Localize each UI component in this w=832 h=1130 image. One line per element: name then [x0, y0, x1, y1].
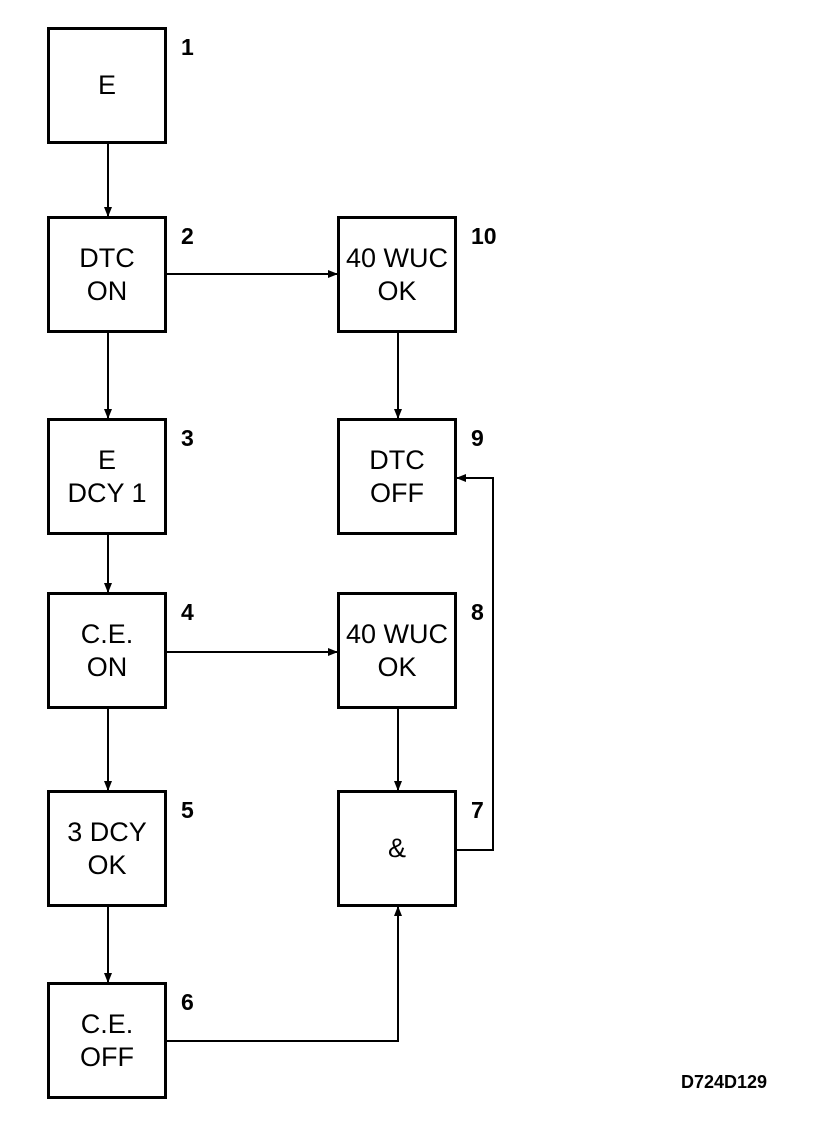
box-3-line-1: E [97, 444, 116, 475]
box-6-line-2: OFF [80, 1041, 134, 1072]
box-8-number: 8 [471, 599, 484, 625]
box-8: 40 WUC OK [337, 592, 457, 709]
box-3-number: 3 [181, 425, 194, 451]
box-7: & [337, 790, 457, 907]
box-6-line-1: C.E. [80, 1008, 134, 1039]
box-6: C.E. OFF [47, 982, 167, 1099]
box-10-line-2: OK [377, 275, 417, 306]
box-1-line-1: E [97, 70, 116, 100]
box-4: C.E. ON [47, 592, 167, 709]
box-9-line-2: OFF [370, 477, 424, 508]
box-10: 40 WUC OK [337, 216, 457, 333]
box-3-line-2: DCY 1 [67, 477, 147, 508]
box-9-line-1: DTC [369, 444, 425, 475]
box-2: DTC ON [47, 216, 167, 333]
box-2-line-2: ON [86, 275, 128, 306]
box-5-line-1: 3 DCY [67, 816, 147, 847]
box-6-number: 6 [181, 989, 194, 1015]
box-4-line-2: ON [86, 651, 128, 682]
arrow-7-to-9 [456, 474, 494, 851]
box-5: 3 DCY OK [47, 790, 167, 907]
box-2-line-1: DTC [79, 242, 135, 273]
arrow-6-to-7 [167, 906, 402, 1042]
box-9: DTC OFF [337, 418, 457, 535]
box-7-number: 7 [471, 797, 484, 823]
box-1: E [47, 27, 167, 144]
box-1-number: 1 [181, 34, 194, 60]
box-2-number: 2 [181, 223, 194, 249]
box-5-line-2: OK [87, 849, 127, 880]
box-8-line-1: 40 WUC [345, 618, 448, 649]
box-8-line-2: OK [377, 651, 417, 682]
box-10-line-1: 40 WUC [345, 242, 448, 273]
box-3: E DCY 1 [47, 418, 167, 535]
box-9-number: 9 [471, 425, 484, 451]
box-4-number: 4 [181, 599, 194, 625]
box-7-line-1: & [387, 833, 406, 863]
figure-id: D724D129 [681, 1072, 768, 1092]
box-4-line-1: C.E. [80, 618, 134, 649]
box-10-number: 10 [471, 223, 497, 249]
box-5-number: 5 [181, 797, 194, 823]
